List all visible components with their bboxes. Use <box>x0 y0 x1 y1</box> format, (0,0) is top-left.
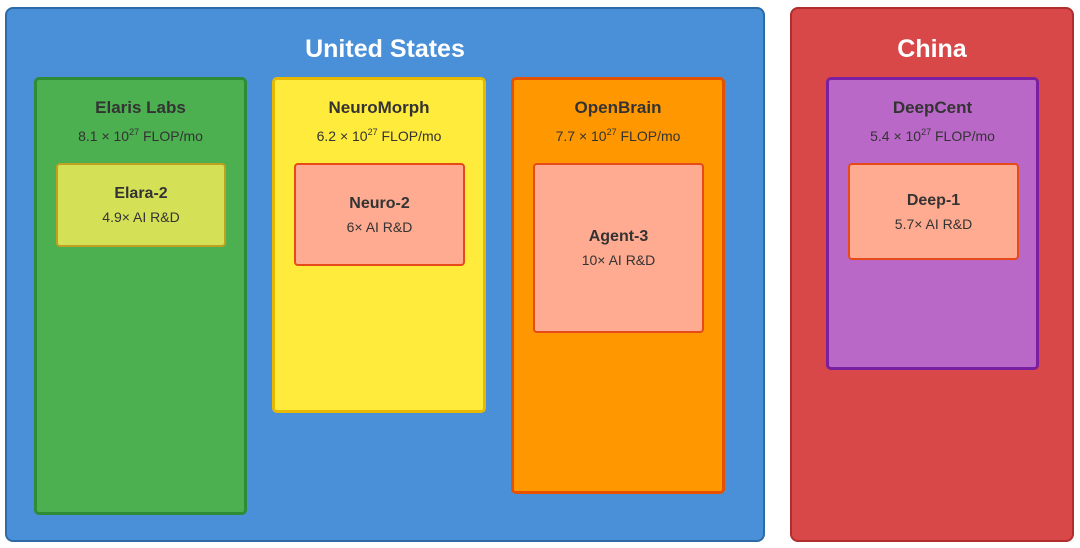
region-united-states: United States Elaris Labs 8.1 × 1027 FLO… <box>5 7 765 542</box>
lab-compute: 8.1 × 1027 FLOP/mo <box>78 127 203 145</box>
model-speed: 4.9× AI R&D <box>102 209 180 225</box>
region-china: China DeepCent 5.4 × 1027 FLOP/mo Deep-1… <box>790 7 1074 542</box>
lab-openbrain: OpenBrain 7.7 × 1027 FLOP/mo Agent-3 10×… <box>511 77 725 494</box>
model-name: Elara-2 <box>114 185 168 202</box>
lab-elaris-labs: Elaris Labs 8.1 × 1027 FLOP/mo Elara-2 4… <box>34 77 247 515</box>
lab-name: DeepCent <box>892 98 973 117</box>
region-title: China <box>897 35 967 63</box>
model-deep-1: Deep-1 5.7× AI R&D <box>848 163 1019 260</box>
lab-name: NeuroMorph <box>328 98 430 117</box>
lab-deepcent: DeepCent 5.4 × 1027 FLOP/mo Deep-1 5.7× … <box>826 77 1039 370</box>
model-name: Agent-3 <box>588 228 649 245</box>
region-title: United States <box>305 35 465 63</box>
model-agent-3: Agent-3 10× AI R&D <box>533 163 704 333</box>
lab-compute: 7.7 × 1027 FLOP/mo <box>555 127 681 145</box>
lab-compute: 5.4 × 1027 FLOP/mo <box>870 127 995 145</box>
model-speed: 5.7× AI R&D <box>894 215 973 232</box>
model-speed: 10× AI R&D <box>581 252 656 268</box>
model-name: Deep-1 <box>906 191 961 209</box>
lab-name: OpenBrain <box>574 98 662 117</box>
lab-name: Elaris Labs <box>95 98 186 117</box>
model-name: Neuro-2 <box>349 194 410 212</box>
model-speed: 6× AI R&D <box>346 218 413 235</box>
model-elara-2: Elara-2 4.9× AI R&D <box>56 163 226 247</box>
lab-compute: 6.2 × 1027 FLOP/mo <box>316 127 442 145</box>
model-neuro-2: Neuro-2 6× AI R&D <box>294 163 465 266</box>
lab-neuromorph: NeuroMorph 6.2 × 1027 FLOP/mo Neuro-2 6×… <box>272 77 486 413</box>
